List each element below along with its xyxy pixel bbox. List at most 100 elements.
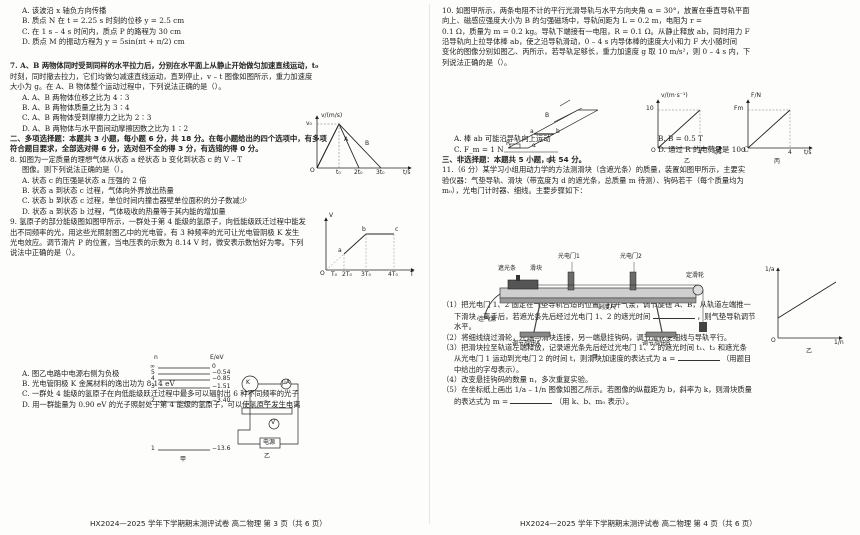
q11-step5-a: （5）在坐标纸上画出 1/a – 1/n 图像如图乙所示。若图像的纵截距为 b，…: [442, 385, 752, 395]
q8-option-b: B. 状态 a 到状态 c 过程，气体向外界放出热量: [22, 186, 174, 196]
q11-step1-c: 水平。: [454, 322, 476, 332]
q8-v-axis-label: V: [329, 212, 334, 219]
q10-ft-origin: O: [741, 147, 746, 154]
q9-photocell-circuit: K μA V P 电源 乙: [232, 370, 312, 460]
q8-option-a: A. 状态 c 的压强是状态 a 压强的 2 倍: [22, 175, 147, 185]
q7-option-c: C. A、B 两物体受到摩擦力之比为 2∶3: [22, 113, 152, 123]
q11-step2: （2）将细线绕过滑轮，左端与滑块连接，另一端悬挂钩码，调节滑轮使细线与导轨平行。: [442, 332, 732, 342]
q10-stem-6: 列说法正确的是（）。: [442, 57, 512, 67]
q11-air-track-apparatus: 遮光条 滑块 光电门1 光电门2 定滑轮 连气源 刻度尺 调节旋钮A 调节旋钮B…: [478, 253, 720, 361]
q7-curve-a-label: A: [344, 136, 349, 143]
q11-step1-blank[interactable]: [652, 311, 695, 319]
q11-pulley-label: 定滑轮: [686, 272, 705, 279]
q10-ft-fm: Fm: [734, 105, 744, 112]
q11-step3-a: （3）把滑块拉至轨道左端释放，记录遮光条先后经过光电门 1、2 的遮光时间 t₁…: [442, 342, 747, 352]
left-page: A. 该波沿 x 轴负方向传播 B. 质点 N 在 t = 2.25 s 时刻的…: [10, 6, 418, 410]
q8-option-d: D. 状态 a 到状态 b 过程，气体吸收的热量等于其内能的增加量: [22, 206, 226, 216]
q10-rod-b-label: b: [556, 128, 560, 135]
q7-origin-label: O: [310, 167, 315, 174]
q9-level-e2: −3.40: [212, 397, 231, 404]
q11-graph-xaxis: 1/n: [834, 339, 844, 346]
q7-stem-2: 时刻，同时撤去拉力，它们均做匀减速直线运动，直到停止，v – t 图像如图所示，…: [10, 71, 313, 81]
q8-t4-label: 4T₀: [388, 271, 398, 278]
q11-step5-blank[interactable]: [510, 396, 553, 404]
q7-option-b: B. A、B 两物体质量之比为 3∶4: [22, 102, 130, 112]
right-page-footer: HX2024—2025 学年下学期期末测评试卷 高二物理 第 4 页（共 6 页…: [520, 519, 757, 529]
q11-step1-b: 下滑块，离手后，若遮光条先后经过光电门 1、2 的遮光时间 ，则气垫导轨调节: [442, 311, 850, 322]
q10-option-c: C. F_m = 1 N: [454, 144, 504, 154]
q9-option-c: C. 一群处 4 能级的氢原子在向低能级跃迁过程中最多可以辐射出 6 种不同频率…: [22, 389, 299, 399]
q10-stem-4: 沿导轨向上拉导体棒 ab，使之沿导轨滑动，0 – 4 s 内导体棒的速度大小和力…: [442, 37, 738, 47]
q9-e-header: E/eV: [210, 354, 224, 361]
q9-level-n3: 3: [151, 383, 155, 390]
q10-options-ab: A. 棒 ab 可能沿导轨向上运动 B. B = 0.5 T: [442, 134, 850, 144]
q8-state-c-label: c: [395, 226, 399, 233]
q9-level-n4: 4: [151, 375, 155, 382]
q7-3t0-label: 3t₀: [376, 169, 385, 176]
q11-inverse-graph: 1/a O 1/n 乙: [765, 262, 848, 355]
q9-level-e5: −0.54: [212, 369, 231, 376]
q9-microammeter-label: μA: [282, 379, 290, 386]
q11-step3-b: 从光电门 1 运动到光电门 2 的时间 t，则滑块加速度的表达式为 a = （用…: [442, 353, 850, 364]
q11-knob-a-label: 调节旋钮A: [512, 340, 541, 347]
q11-step3-blank[interactable]: [677, 353, 720, 362]
q9-option-b: B. 光电管阴极 K 金属材料的逸出功为 8.14 eV: [22, 378, 175, 388]
q7-vt-graph: v/(m/s) v₀ A B O t₀ 2t₀ 3t₀ t/s: [306, 112, 417, 176]
q8-state-a-label: a: [338, 247, 342, 254]
q10-fig-ft-graph: F/N Fm O 4 t/s 丙: [734, 92, 818, 165]
q10-fig-rails: B a b R α 甲: [498, 96, 608, 165]
q9-stem-2: 出不同频率的光，用这些光照射图乙中的光电管，有 3 种频率的光可让光电管阴极 K…: [10, 227, 300, 237]
q8-t2-label: 2T₀: [342, 271, 352, 278]
q11-pipe-label: 连气源: [478, 316, 497, 323]
q9-option-d: D. 用一群能量为 0.90 eV 的光子照射处于第 4 能级的氢原子，可以使氢…: [22, 399, 301, 409]
q8-t-axis-label: T: [410, 271, 414, 278]
q11-gate1-label: 光电门1: [558, 253, 580, 260]
q10-resistor-label: R: [506, 140, 511, 147]
q9-level-n1: 1: [151, 445, 155, 452]
q9-level-n-inf: ∞: [150, 363, 155, 370]
q9-level-e3: −1.51: [212, 383, 231, 390]
section-2-heading-1: 二、多项选择题：本题共 3 小题，每小题 6 分，共 18 分。在每小题给出的四…: [10, 133, 327, 143]
q11-step1-b-text: 下滑块，离手后，若遮光条先后经过光电门 1、2 的遮光时间: [454, 311, 651, 321]
q6-option-b: B. 质点 N 在 t = 2.25 s 时刻的位移 y = 2.5 cm: [22, 16, 185, 26]
q8-option-c: C. 状态 b 到状态 c 过程，单位时间内撞击器壁单位面积的分子数减少: [22, 196, 248, 206]
q10-rod-a-label: a: [530, 128, 534, 135]
q10-caption-bing: 丙: [774, 158, 781, 165]
q9-option-a: A. 图乙电路中电源右侧为负极: [22, 368, 120, 378]
q8-origin-label: O: [320, 270, 325, 277]
q11-step3-c: 中给出的字母表示）。: [454, 364, 524, 374]
q7-curve-b-label: B: [365, 140, 370, 147]
q11-step5-b-tail: （用 k、b、m₀ 表示）。: [554, 396, 634, 406]
q10-options-cd: C. F_m = 1 N D. 通过 R 的电荷量是 10 C: [442, 145, 850, 155]
q9-stem-3: 光电效应。调节滑片 P 的位置，当电压表的示数为 8.14 V 时，微安表示数恰…: [10, 237, 304, 247]
right-page: 10. 如图甲所示，两条电阻不计的平行光滑导轨与水平方向夹角 α = 30°，放…: [442, 6, 850, 407]
q6-option-d: D. 质点 M 的振动方程为 y = 5sin(πt + π/2) cm: [22, 37, 185, 47]
q8-state-b-label: b: [362, 226, 366, 233]
q10-vt-origin: O: [651, 147, 656, 154]
q9-caption-jia: 甲: [180, 456, 187, 463]
q9-slider-label: P: [264, 400, 268, 407]
q9-level-e4: −0.85: [212, 375, 231, 382]
q9-source-label: 电源: [263, 439, 276, 446]
q11-step3-b-text: 从光电门 1 运动到光电门 2 的时间 t，则滑块加速度的表达式为 a =: [454, 354, 676, 364]
q11-slider-label: 滑块: [530, 265, 543, 272]
q6-option-c: C. 在 1 s – 4 s 时间内，质点 P 的路程为 30 cm: [22, 26, 182, 36]
q8-stem-1: 8. 如图为一定质量的理想气体从状态 a 经状态 b 变化到状态 c 的 V –…: [10, 154, 243, 164]
q9-voltmeter-label: V: [271, 419, 276, 426]
q9-stem-1: 9. 氢原子的部分能级图如图甲所示，一群处于第 4 能级的氢原子，向低能级跃迁过…: [10, 217, 306, 227]
q7-xaxis-label: t/s: [403, 169, 411, 176]
q10-caption-yi: 乙: [684, 158, 691, 165]
q9-energy-level-diagram: n E/eV ∞ 0 5 −0.54 4 −0.85 3 −1.51 2 −3.…: [140, 354, 250, 463]
q10-option-b: B. B = 0.5 T: [658, 134, 703, 144]
q8-t3-label: 3T₀: [361, 271, 371, 278]
q10-field-b-label: B: [545, 112, 550, 119]
left-page-footer: HX2024—2025 学年下学期期末测评试卷 高二物理 第 3 页（共 6 页…: [90, 519, 327, 529]
q11-caption-yi: 乙: [806, 348, 813, 355]
q11-stem-1: 11.（6 分）某学习小组用动力学的方法测滑块（含遮光条）的质量，装置如图甲所示…: [442, 165, 746, 175]
q10-vt-t4: 4: [698, 149, 702, 156]
q11-graph-origin: O: [771, 337, 776, 344]
q9-level-e1: −13.6: [212, 445, 231, 452]
q11-scale-label: 刻度尺: [598, 304, 617, 311]
q7-v0-label: v₀: [306, 120, 312, 127]
q10-option-a: A. 棒 ab 可能沿导轨向上运动: [454, 134, 551, 144]
